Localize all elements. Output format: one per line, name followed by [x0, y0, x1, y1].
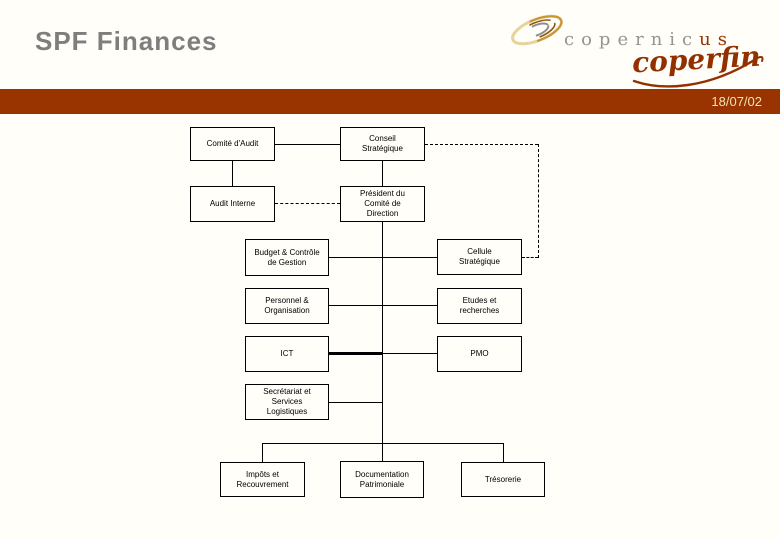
connector-budget-cellule: [329, 257, 437, 258]
connector-drop-tresorerie: [503, 443, 504, 462]
connector-secretariat-spine: [329, 402, 383, 403]
connector-drop-impots: [262, 443, 263, 462]
connector-spine-pmo: [383, 353, 437, 354]
header-band: 18/07/02: [0, 89, 780, 114]
connector-comite-conseil: [275, 144, 340, 145]
org-node-comite-audit: Comité d'Audit: [190, 127, 275, 161]
dashed-connector-audit-president: [275, 203, 340, 204]
slide-date: 18/07/02: [711, 94, 762, 109]
org-node-ict: ICT: [245, 336, 329, 372]
connector-drop-documentation: [382, 443, 383, 461]
dashed-connector-cellule: [522, 257, 538, 258]
dashed-connector-right-vertical: [538, 144, 539, 258]
connector-ict-spine: [328, 352, 383, 355]
org-node-pmo: PMO: [437, 336, 522, 372]
copernicus-logo: copernicus coperfin: [500, 5, 780, 90]
connector-personnel-etudes: [329, 305, 437, 306]
connector-conseil-president: [382, 161, 383, 186]
brand-wordmark: copernicus: [564, 29, 734, 50]
dashed-connector-conseil-right: [425, 144, 538, 145]
connector-bottom-row: [262, 443, 504, 444]
brand-suffix: us: [699, 29, 734, 50]
org-node-tresorerie: Trésorerie: [461, 462, 545, 497]
connector-comite-audit: [232, 161, 233, 186]
galaxy-swirl-icon: [511, 14, 563, 46]
connector-central-spine: [382, 222, 383, 443]
org-node-audit-interne: Audit Interne: [190, 186, 275, 222]
swoosh-underline-icon: [632, 55, 764, 88]
page-title: SPF Finances: [35, 26, 218, 56]
brand-prefix: copernic: [564, 29, 700, 50]
org-node-personnel-organisation: Personnel &Organisation: [245, 288, 329, 324]
